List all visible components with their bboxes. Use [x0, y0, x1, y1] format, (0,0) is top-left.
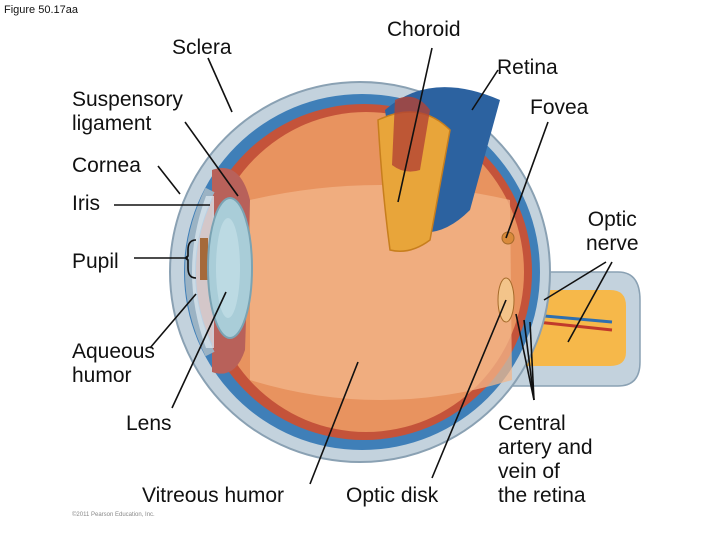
label-suspensory-line1: Suspensory — [72, 88, 183, 111]
label-central-line3: vein of — [498, 460, 560, 483]
label-pupil: Pupil — [72, 250, 119, 273]
leader-vitreous — [309, 361, 359, 485]
leader-optic-nerve-2 — [567, 261, 613, 343]
leader-central-1 — [515, 313, 535, 401]
leader-optic-nerve-1 — [543, 261, 607, 301]
leader-lens — [171, 291, 227, 409]
leader-aqueous — [149, 293, 197, 349]
label-suspensory-ligament: Suspensory ligament — [72, 88, 183, 136]
label-vitreous-humor: Vitreous humor — [142, 484, 285, 507]
leader-choroid — [397, 47, 433, 203]
pupil-bracket — [185, 239, 197, 279]
figure-label: Figure 50.17aa — [4, 4, 78, 16]
label-choroid: Choroid — [387, 18, 461, 41]
label-aqueous-line2: humor — [72, 364, 132, 387]
iris-shape — [200, 238, 208, 280]
leader-sclera — [207, 57, 233, 113]
label-iris: Iris — [72, 192, 100, 215]
leader-central-2 — [523, 319, 535, 401]
label-central-line2: artery and — [498, 436, 593, 459]
label-retina: Retina — [497, 56, 558, 79]
leader-optic-disk — [431, 299, 507, 479]
label-lens: Lens — [126, 412, 172, 435]
leader-suspensory — [184, 121, 239, 197]
label-sclera: Sclera — [172, 36, 232, 59]
leader-central-3 — [529, 321, 535, 401]
label-central-artery-vein: Central artery and vein of the retina — [498, 412, 593, 508]
leader-fovea — [505, 121, 549, 239]
label-cornea: Cornea — [72, 154, 141, 177]
label-optic-disk: Optic disk — [346, 484, 439, 507]
label-optic-line1: Optic — [587, 208, 637, 231]
leader-cornea — [157, 165, 181, 195]
label-optic-nerve: Optic nerve — [586, 208, 639, 256]
label-suspensory-line2: ligament — [72, 112, 152, 135]
copyright-notice: ©2011 Pearson Education, Inc. — [72, 512, 155, 518]
leader-retina — [471, 69, 499, 111]
leader-lines — [114, 47, 613, 485]
label-aqueous-line1: Aqueous — [72, 340, 155, 363]
label-fovea: Fovea — [530, 96, 589, 119]
label-central-line1: Central — [498, 412, 566, 435]
label-optic-line2: nerve — [586, 232, 639, 255]
label-aqueous-humor: Aqueous humor — [72, 340, 155, 388]
label-central-line4: the retina — [498, 484, 586, 507]
